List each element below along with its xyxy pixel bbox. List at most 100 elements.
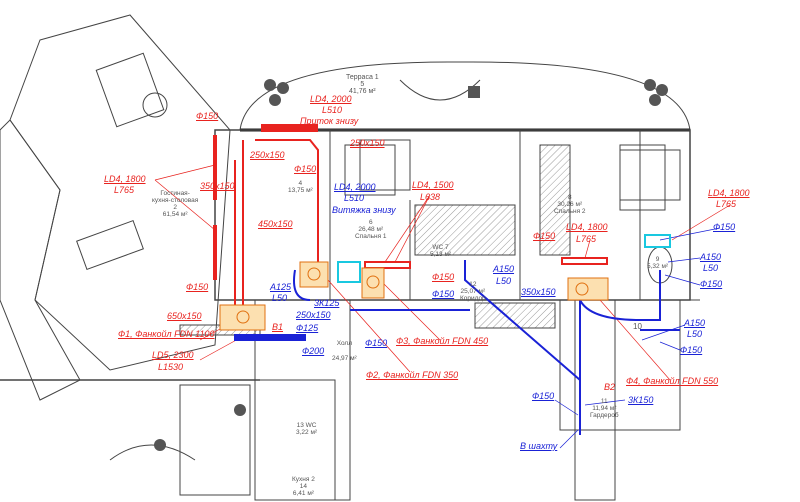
supply-length-label: L765 <box>114 185 135 195</box>
exhaust-duct-size-label: 250x150 <box>296 310 331 320</box>
supply-diameter-label: Ф150 <box>186 282 209 292</box>
plants-icon <box>154 79 668 451</box>
room-name: Гардероб <box>590 412 619 419</box>
exhaust-note: Витяжка знизу <box>332 205 396 215</box>
exhaust-length-label: L50 <box>687 329 703 339</box>
room-number: 2 <box>173 204 177 211</box>
room-name: Спальня 2 <box>554 208 586 215</box>
exhaust-diffuser-label: LD4, 2000 <box>334 182 376 192</box>
exhaust-diameter-label: Ф200 <box>302 346 325 356</box>
room-number: 4 <box>298 180 303 187</box>
exhaust-diameter-label: Ф125 <box>296 323 319 333</box>
supply-diameter-label: Ф150 <box>294 164 317 174</box>
exhaust-diameter-label: Ф150 <box>700 279 723 289</box>
exhaust-length-label: L510 <box>344 193 365 203</box>
supply-diffuser-label: LD4, 1800 <box>566 222 608 232</box>
supply-diffuser-label: LD4, 2000 <box>310 94 352 104</box>
supply-note: Приток знизу <box>300 116 359 126</box>
exhaust-diameter-label: Ф150 <box>532 391 555 401</box>
valve-b2-label: В2 <box>604 382 616 392</box>
exhaust-grille-label: A125 <box>270 282 292 292</box>
room-number: 6 <box>368 219 373 226</box>
room-area: 3,22 м² <box>296 429 318 436</box>
room-number: 11 <box>600 398 608 405</box>
supply-duct-size-label: 250x150 <box>250 150 285 160</box>
room-number: 14 <box>299 483 308 490</box>
exhaust-length-label: L50 <box>496 276 512 286</box>
supply-diffuser-label: LD5, 2300 <box>152 350 194 360</box>
exhaust-diameter-label: Ф150 <box>365 338 388 348</box>
room-name: Холл <box>336 340 353 347</box>
supply-diffuser-label: LD4, 1800 <box>104 174 146 184</box>
exhaust-grille-label: A150 <box>684 318 706 328</box>
supply-length-label: L638 <box>420 192 441 202</box>
fancoil-f1-label: Ф1, Фанкойл FDN 1100 <box>118 329 215 339</box>
room-area: 5,13 м² <box>430 251 452 258</box>
exhaust-ducts <box>234 260 680 435</box>
exhaust-diameter-label: Ф150 <box>432 289 455 299</box>
supply-ducts <box>213 124 608 310</box>
supply-leaders <box>154 164 731 381</box>
supply-diffuser-label: LD4, 1800 <box>708 188 750 198</box>
exhaust-diameter-label: Ф150 <box>713 222 736 232</box>
room-name: Терраса 1 <box>346 74 379 81</box>
supply-duct-size-label: 650x150 <box>167 311 202 321</box>
exhaust-grille-label: A150 <box>700 252 722 262</box>
fancoil-f2-label: Ф2, Фанкойл FDN 350 <box>366 370 459 380</box>
room-name: Кухня 2 <box>292 476 315 483</box>
room-name: WC 7 <box>432 244 449 251</box>
room-name: Коридор <box>460 295 486 302</box>
room-hall: Холл 24,97 м² <box>332 340 357 362</box>
supply-duct-size-label: 450x150 <box>258 219 293 229</box>
room-number: 8 <box>567 194 572 201</box>
supply-length-label: L765 <box>716 199 737 209</box>
fancoil-f3-label: Ф3, Фанкойл FDN 450 <box>396 336 489 346</box>
room-name: Спальня 1 <box>355 233 387 240</box>
supply-duct-size-label: 350x150 <box>200 181 235 191</box>
supply-diameter-label: Ф150 <box>533 231 556 241</box>
room-number: 12 <box>469 281 477 288</box>
supply-diffuser-label: LD4, 1500 <box>412 180 454 190</box>
check-valve-label: 3К125 <box>314 298 340 308</box>
supply-diameter-label: Ф150 <box>196 111 219 121</box>
supply-length-label: L510 <box>322 105 343 115</box>
room-name: 13 WC <box>296 422 317 429</box>
exhaust-length-label: L50 <box>272 293 288 303</box>
supply-duct-size-label: 250x150 <box>350 138 385 148</box>
room-number: 9 <box>655 256 660 263</box>
exhaust-duct-size-label: 350x150 <box>521 287 556 297</box>
exhaust-grille-label: A150 <box>493 264 515 274</box>
room-area: 25,07 м² <box>460 288 486 295</box>
exhaust-leaders <box>554 227 721 449</box>
room-area: 24,97 м² <box>332 355 357 362</box>
supply-length-label: L1530 <box>158 362 184 372</box>
check-valve-label: 3К150 <box>628 395 654 405</box>
fancoil-f4-label: Ф4, Фанкойл FDN 550 <box>626 376 719 386</box>
room-number: 10 <box>633 322 642 331</box>
room-number: 5 <box>360 81 365 88</box>
room-area: 11,94 м² <box>592 405 617 412</box>
exhaust-diameter-label: Ф150 <box>680 345 703 355</box>
supply-diameter-label: Ф150 <box>432 272 455 282</box>
room-area: 26,48 м² <box>358 226 384 233</box>
fancoil-units <box>219 261 609 331</box>
room-area: 41,76 м² <box>349 88 376 95</box>
room-area: 13,75 м² <box>288 187 313 194</box>
room-area: 30,26 м² <box>557 201 583 208</box>
room-name: кухня-столовая <box>152 197 199 204</box>
room-area: 61,54 м² <box>162 211 188 218</box>
valve-b1-label: В1 <box>272 322 284 332</box>
exhaust-length-label: L50 <box>703 263 719 273</box>
